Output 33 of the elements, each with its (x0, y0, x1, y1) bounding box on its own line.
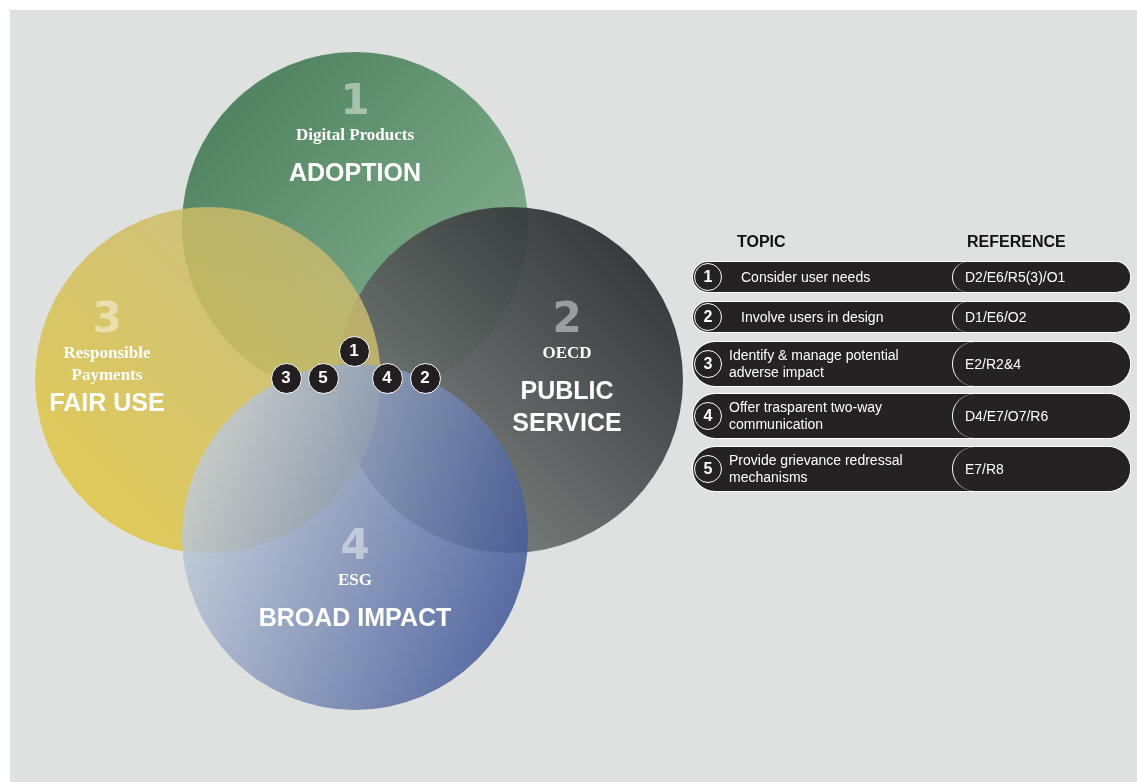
circle-number: 3 (92, 296, 122, 340)
topic-text: Provide grievance redressal mechanisms (729, 452, 904, 486)
row-number: 4 (694, 402, 722, 430)
topic-text: Identify & manage potential adverse impact (729, 347, 900, 381)
topic-row (693, 302, 1130, 332)
circle-number: 1 (340, 78, 370, 122)
circle-subtitle: Responsible Payments (62, 342, 152, 386)
topic-row (693, 447, 1130, 491)
row-number: 3 (694, 350, 722, 378)
column-header: REFERENCE (967, 233, 1066, 251)
reference-pill: E7/R8 (952, 447, 1130, 491)
circle-subtitle: ESG (338, 569, 372, 591)
row-number: 5 (694, 455, 722, 483)
topic-row (693, 262, 1130, 292)
reference-pill: D1/E6/O2 (952, 302, 1130, 332)
topic-row (693, 342, 1130, 386)
topic-row (693, 394, 1130, 438)
circle-title: FAIR USE (49, 387, 165, 418)
topic-text: Involve users in design (740, 308, 885, 326)
topic-text: Offer trasparent two-way communication (729, 399, 884, 433)
circle-title: BROAD IMPACT (258, 602, 452, 633)
circle-number: 2 (552, 296, 582, 340)
reference-pill: D2/E6/R5(3)/O1 (952, 262, 1130, 292)
circle-title: PUBLIC SERVICE (511, 375, 623, 438)
reference-pill: D4/E7/O7/R6 (952, 394, 1130, 438)
circle-title: ADOPTION (289, 157, 421, 188)
topic-text: Consider user needs (740, 268, 872, 286)
row-number: 1 (694, 263, 722, 291)
circle-subtitle: Digital Products (295, 124, 415, 146)
row-number: 2 (694, 303, 722, 331)
reference-pill: E2/R2&4 (952, 342, 1130, 386)
circle-subtitle: OECD (542, 342, 592, 364)
column-header: TOPIC (737, 233, 786, 251)
